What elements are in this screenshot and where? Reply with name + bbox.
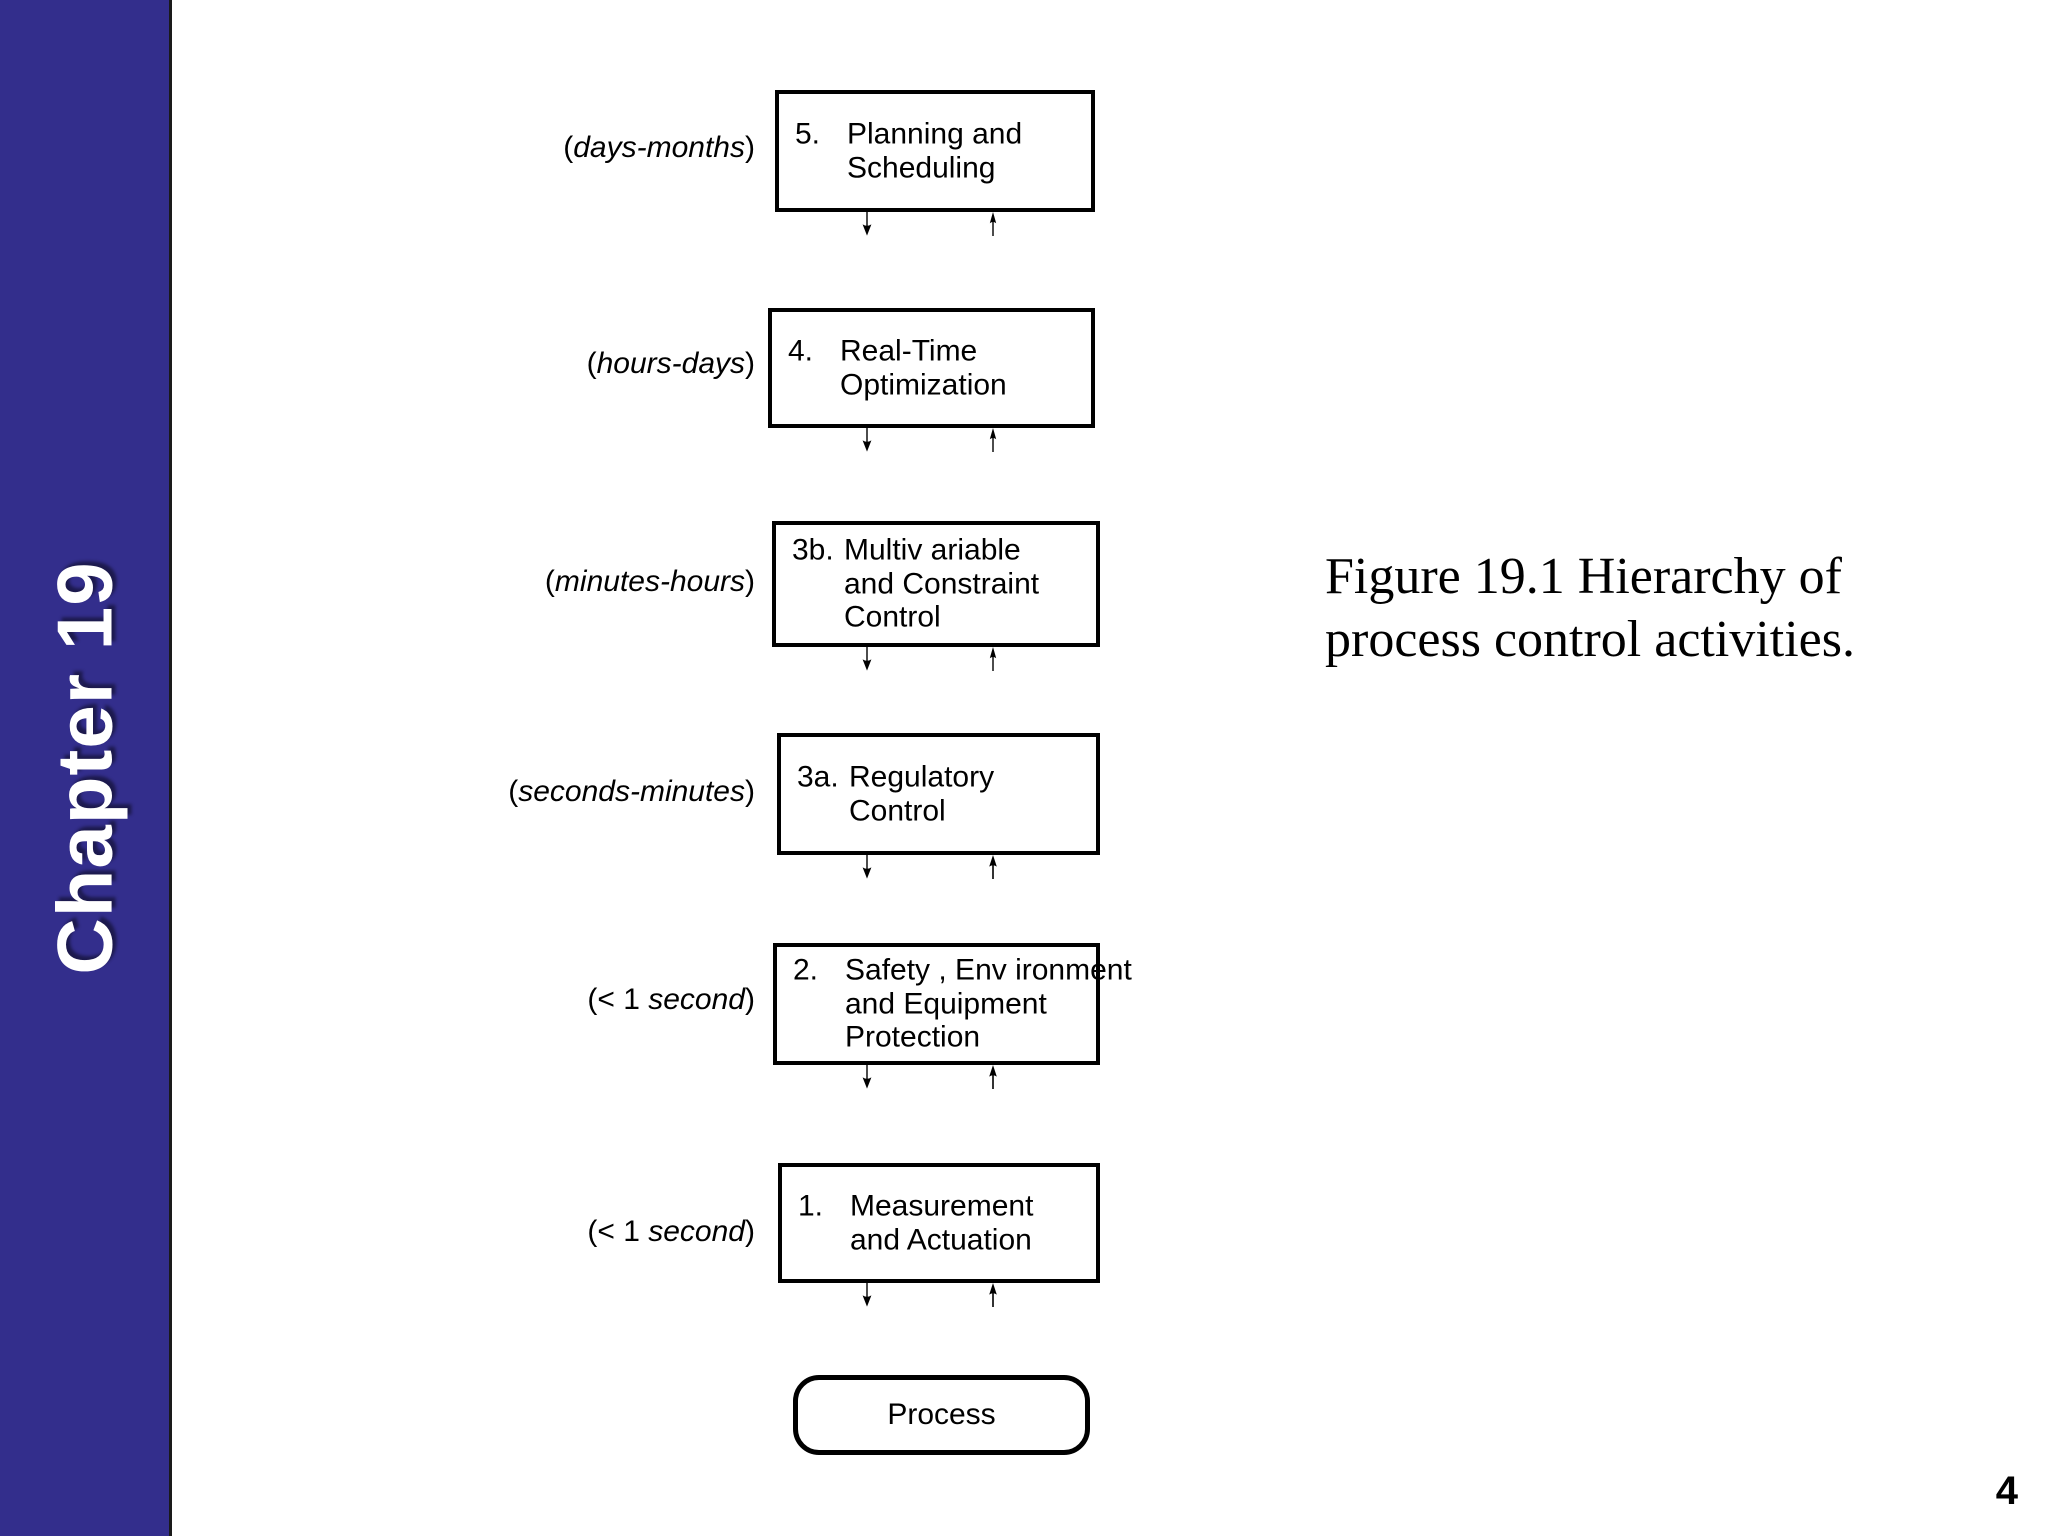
node-process[interactable]: Process xyxy=(793,1375,1090,1455)
arrow-up-optimization-to-planning xyxy=(975,212,1011,236)
node-process-content: Process xyxy=(798,1398,1085,1432)
tier-label-planning: (days-months) xyxy=(563,131,755,164)
arrow-down-safety-to-measurement xyxy=(845,1065,889,1089)
node-number: 2. xyxy=(793,953,819,987)
arrow-up-multivariable-to-optimization xyxy=(975,428,1011,452)
hierarchy-diagram: (days-months) (hours-days) (minutes-hour… xyxy=(508,90,1132,1455)
node-number: 3a. xyxy=(797,760,839,794)
arrow-up-process-to-measurement xyxy=(972,1283,1014,1307)
arrow-down-regulatory-to-safety xyxy=(845,855,889,879)
node-number: 3b. xyxy=(792,533,834,567)
tier-label-regulatory: (seconds-minutes) xyxy=(508,775,755,808)
arrow-down-planning-to-optimization xyxy=(845,212,889,236)
tier-label-measurement: (< 1 second) xyxy=(587,1215,755,1248)
node-number: 4. xyxy=(788,334,814,368)
node-number: 1. xyxy=(798,1189,824,1223)
arrow-down-multivariable-to-regulatory xyxy=(845,647,889,671)
arrow-up-measurement-to-safety xyxy=(972,1065,1014,1089)
page-number: 4 xyxy=(1995,1469,2018,1513)
node-number: 5. xyxy=(795,117,821,151)
figure-caption: Figure 19.1 Hierarchy of process control… xyxy=(1325,548,1855,669)
node-text: Process xyxy=(887,1398,996,1432)
arrow-up-regulatory-to-multivariable xyxy=(975,647,1011,671)
arrow-down-optimization-to-multivariable xyxy=(845,428,889,452)
tier-label-multivariable: (minutes-hours) xyxy=(544,565,755,598)
arrow-down-measurement-to-process xyxy=(845,1283,889,1307)
chapter-sidebar: Chapter 19 xyxy=(0,0,172,1536)
tier-label-safety: (< 1 second) xyxy=(587,983,755,1016)
tier-label-optimization: (hours-days) xyxy=(586,347,755,380)
arrow-up-safety-to-regulatory xyxy=(972,855,1014,879)
